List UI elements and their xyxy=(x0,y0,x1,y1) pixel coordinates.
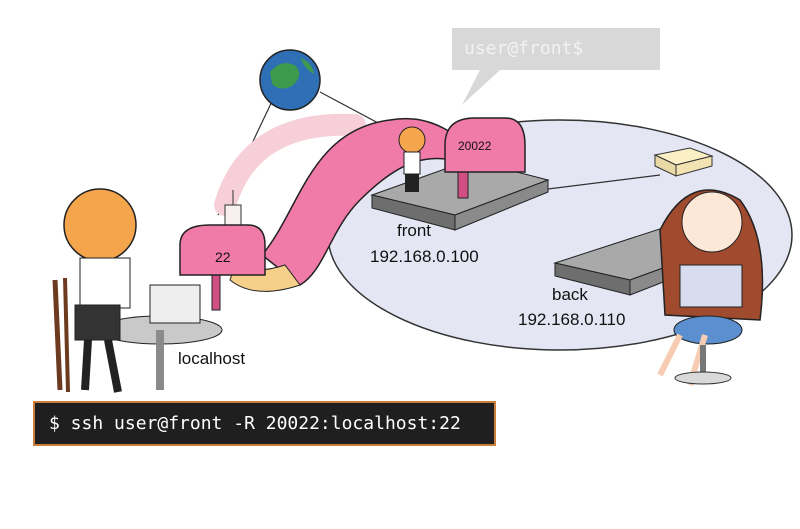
front-server-name: front xyxy=(397,221,432,240)
local-user-illustration xyxy=(52,188,223,393)
front-mailbox-port: 20022 xyxy=(458,139,492,153)
user-figure-icon xyxy=(398,126,426,192)
back-server-ip: 192.168.0.110 xyxy=(518,310,626,329)
switch-icon xyxy=(653,147,714,177)
back-server-name: back xyxy=(552,285,588,304)
faded-arrow xyxy=(214,113,366,216)
front-mailbox-icon xyxy=(444,117,526,199)
local-mailbox-icon xyxy=(179,224,266,311)
front-server-ip: 192.168.0.100 xyxy=(370,247,479,266)
speech-bubble: user@front$ xyxy=(452,28,660,70)
local-mailbox-port: 22 xyxy=(215,249,231,265)
globe-icon xyxy=(259,49,321,111)
back-user-illustration xyxy=(657,189,764,386)
link-front-cable xyxy=(539,174,661,191)
bubble-tail xyxy=(462,70,500,105)
command-box: $ ssh user@front -R 20022:localhost:22 xyxy=(33,401,496,446)
localhost-label: localhost xyxy=(178,349,246,368)
